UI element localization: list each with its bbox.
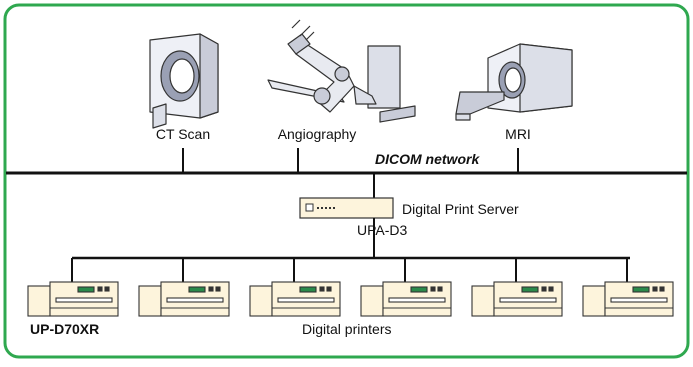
ct-scan-label: CT Scan	[156, 126, 210, 142]
print-server-label: Digital Print Server	[402, 201, 519, 217]
printer-icon	[27, 281, 119, 317]
printer-icon	[471, 281, 563, 317]
print-server-icon	[299, 197, 394, 219]
printer-icon	[582, 281, 674, 317]
printer-group	[27, 258, 674, 317]
print-server-model: UPA-D3	[357, 222, 408, 238]
printer-icon	[138, 281, 230, 317]
printer-icon	[360, 281, 452, 317]
angiography-icon	[267, 19, 416, 123]
mri-scanner-icon	[455, 43, 573, 121]
printer-icon	[249, 281, 341, 317]
printer-model-label: UP-D70XR	[30, 321, 99, 337]
dicom-network-label: DICOM network	[375, 151, 480, 167]
angiography-label: Angiography	[278, 126, 357, 142]
ct-scanner-icon	[149, 33, 219, 129]
mri-label: MRI	[505, 126, 531, 142]
printers-group-label: Digital printers	[302, 321, 391, 337]
